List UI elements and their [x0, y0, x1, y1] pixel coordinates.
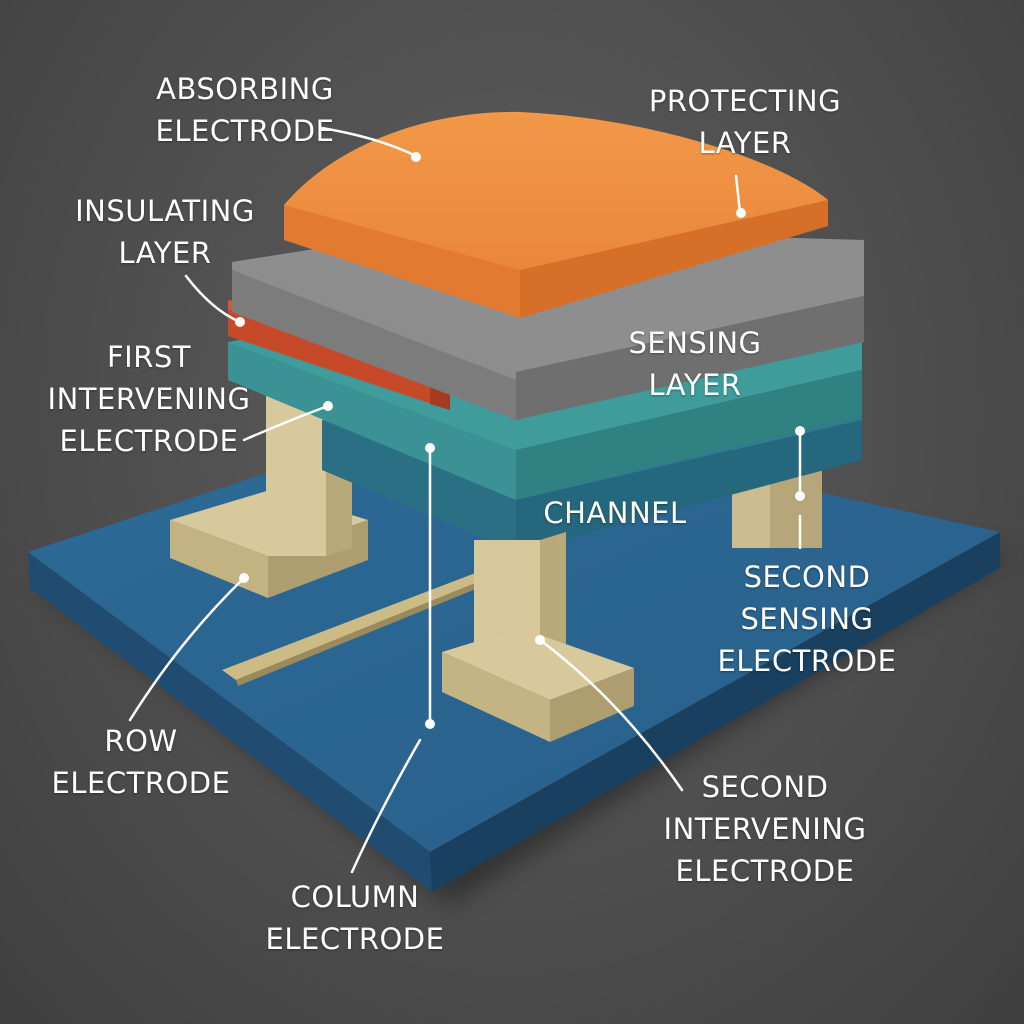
leader-dots: [235, 152, 805, 729]
label-row-electrode-line-2: ELECTRODE: [51, 766, 231, 800]
leader-first-intervening-electrode: [242, 404, 330, 442]
label-second-sensing-electrode-line-2: SENSING: [740, 602, 874, 636]
label-channel-line-1: CHANNEL: [543, 496, 687, 530]
label-absorbing-electrode-line-2: ELECTRODE: [155, 114, 335, 148]
label-second-intervening-electrode-line-2: INTERVENING: [663, 812, 867, 846]
label-insulating-layer: INSULATING LAYER: [70, 190, 260, 274]
label-second-sensing-electrode-line-1: SECOND: [743, 560, 871, 594]
label-column-electrode-line-1: COLUMN: [290, 880, 420, 914]
label-protecting-layer: PROTECTING LAYER: [640, 80, 850, 164]
label-first-intervening-electrode-line-2: INTERVENING: [47, 382, 251, 416]
row-electrode-strip: [222, 572, 488, 686]
label-column-electrode: COLUMN ELECTRODE: [260, 876, 450, 960]
label-absorbing-electrode: ABSORBING ELECTRODE: [150, 68, 340, 152]
label-second-intervening-electrode-line-1: SECOND: [701, 770, 829, 804]
label-insulating-layer-line-1: INSULATING: [75, 194, 255, 228]
leader-second-intervening-electrode: [538, 638, 684, 792]
leader-protecting-layer: [734, 174, 742, 214]
label-protecting-layer-line-2: LAYER: [698, 126, 792, 160]
label-row-electrode: ROW ELECTRODE: [46, 720, 236, 804]
leader-absorbing-electrode: [320, 126, 418, 158]
label-second-sensing-electrode-line-3: ELECTRODE: [717, 644, 897, 678]
leader-lines: [128, 126, 802, 874]
leader-column-electrode-lower: [350, 738, 422, 874]
label-channel: CHANNEL: [530, 492, 700, 534]
label-row-electrode-line-1: ROW: [104, 724, 178, 758]
label-insulating-layer-line-2: LAYER: [118, 236, 212, 270]
label-column-electrode-line-2: ELECTRODE: [265, 922, 445, 956]
leader-row-electrode: [128, 576, 246, 722]
front-pillar-base: [442, 628, 634, 742]
label-sensing-layer-line-2: LAYER: [648, 368, 742, 402]
label-first-intervening-electrode-line-1: FIRST: [106, 340, 191, 374]
label-absorbing-electrode-line-1: ABSORBING: [156, 72, 334, 106]
label-sensing-layer-line-1: SENSING: [628, 326, 762, 360]
leader-insulating-layer: [184, 274, 242, 324]
label-protecting-layer-line-1: PROTECTING: [648, 84, 842, 118]
label-second-sensing-electrode: SECOND SENSING ELECTRODE: [712, 556, 902, 682]
label-second-intervening-electrode-line-3: ELECTRODE: [675, 854, 855, 888]
label-first-intervening-electrode-line-3: ELECTRODE: [59, 424, 239, 458]
label-sensing-layer: SENSING LAYER: [600, 322, 790, 406]
label-first-intervening-electrode: FIRST INTERVENING ELECTRODE: [46, 336, 252, 462]
label-second-intervening-electrode: SECOND INTERVENING ELECTRODE: [660, 766, 870, 892]
